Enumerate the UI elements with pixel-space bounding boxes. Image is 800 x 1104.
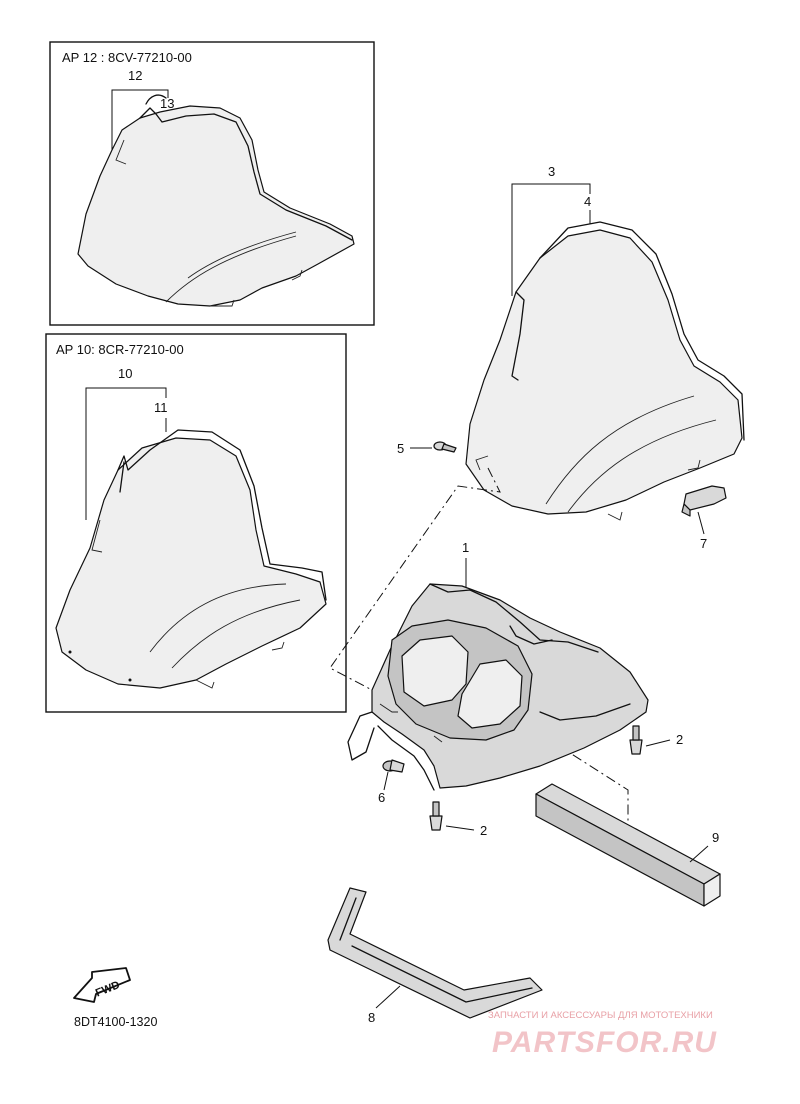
assembly-line-9 [555, 743, 629, 832]
callout-1: 1 [462, 540, 469, 555]
callout-7: 7 [700, 536, 707, 551]
leader-2-bottom [445, 825, 475, 831]
leader-7 [697, 511, 705, 535]
callout-9: 9 [712, 830, 719, 845]
watermark: ЗАПЧАСТИ И АКСЕССУАРЫ ДЛЯ МОТОТЕХНИКИ PA… [488, 1010, 717, 1059]
fwd-arrow-icon: FWD [73, 967, 131, 1003]
inset-ap12: AP 12 : 8CV-77210-00 12 13 [49, 41, 375, 326]
inset-ap10: AP 10: 8CR-77210-00 10 11 [45, 333, 347, 713]
watermark-tagline: ЗАПЧАСТИ И АКСЕССУАРЫ ДЛЯ МОТОТЕХНИКИ [488, 1010, 713, 1021]
windshield-10 [55, 429, 327, 689]
callout-8: 8 [368, 1010, 375, 1025]
watermark-brand: PARTSFOR.RU [492, 1026, 717, 1059]
bolt-2-right: 2 [629, 725, 683, 755]
cowling-1: 1 [347, 540, 649, 791]
callout-11: 11 [154, 400, 168, 415]
callout-5: 5 [397, 441, 404, 456]
callout-2-right: 2 [676, 732, 683, 747]
foam-9: 9 [535, 783, 721, 907]
leader-8 [375, 985, 401, 1009]
grommet-6: 6 [378, 759, 405, 805]
callout-13: 13 [160, 96, 174, 111]
leader-9 [689, 845, 709, 863]
diagram-code: 8DT4100-1320 [74, 1015, 157, 1029]
windshield-12 [77, 94, 355, 307]
callout-10: 10 [118, 366, 132, 381]
assembly-line-windshield [329, 467, 501, 691]
callout-4: 4 [584, 194, 591, 209]
windshield-main: 3 4 [465, 164, 745, 521]
inset-ap12-header: AP 12 : 8CV-77210-00 [62, 50, 192, 65]
screw-5: 5 [397, 441, 457, 456]
callout-12: 12 [128, 68, 142, 83]
callout-2-bottom: 2 [480, 823, 487, 838]
seal-8: 8 [327, 887, 543, 1025]
bolt-2-bottom: 2 [429, 801, 487, 838]
callout-6: 6 [378, 790, 385, 805]
leader-6 [383, 771, 389, 791]
leader-3 [511, 183, 591, 296]
inset-ap10-header: AP 10: 8CR-77210-00 [56, 342, 184, 357]
inset-ap12-frame [49, 41, 375, 326]
callout-3: 3 [548, 164, 555, 179]
clip-7: 7 [681, 485, 727, 551]
leader-12 [111, 89, 169, 150]
leader-10 [85, 387, 167, 520]
leader-2-right [645, 739, 671, 747]
inset-ap10-frame [45, 333, 347, 713]
